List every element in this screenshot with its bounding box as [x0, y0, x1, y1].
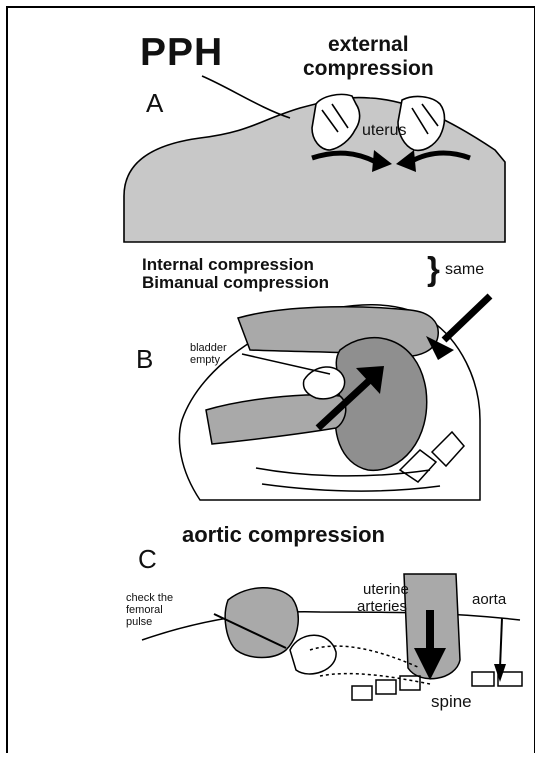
subtitle-line-1: external — [328, 34, 409, 55]
spine-label: spine — [431, 693, 472, 710]
check-pulse-line-1: check the — [126, 592, 173, 604]
abdominal-hand — [238, 307, 438, 357]
aortic-compression-heading: aortic compression — [182, 524, 385, 546]
aorta-arrowhead — [494, 664, 506, 682]
bladder-empty-label: empty — [190, 354, 220, 366]
check-pulse-line-3: pulse — [126, 616, 152, 628]
uterine-label: uterine — [363, 582, 409, 597]
bimanual-compression-label: Bimanual compression — [142, 274, 329, 291]
figure-title: PPH — [140, 33, 223, 72]
internal-compression-label: Internal compression — [142, 256, 314, 273]
panel-a-illustration — [124, 76, 505, 242]
uterus-outline — [290, 635, 336, 674]
uterus-label: uterus — [362, 123, 406, 139]
same-label: same — [445, 262, 484, 278]
panel-c-letter: C — [138, 546, 157, 572]
panel-b-letter: B — [136, 346, 153, 372]
body-contour — [142, 612, 520, 640]
body-outline-line — [202, 76, 290, 118]
bladder-label: bladder — [190, 342, 227, 354]
panel-a-letter: A — [146, 90, 163, 116]
aorta-label: aorta — [472, 592, 506, 607]
check-pulse-line-2: femoral — [126, 604, 163, 616]
brace-symbol: } — [427, 252, 440, 285]
subtitle-line-2: compression — [303, 58, 434, 79]
panel-c-illustration — [142, 574, 522, 700]
aorta-arrow-shaft — [500, 618, 502, 668]
femoral-hand — [225, 588, 298, 658]
arteries-label: arteries — [357, 599, 407, 614]
panel-b-illustration — [179, 296, 490, 500]
external-arrow-shaft — [444, 296, 490, 340]
